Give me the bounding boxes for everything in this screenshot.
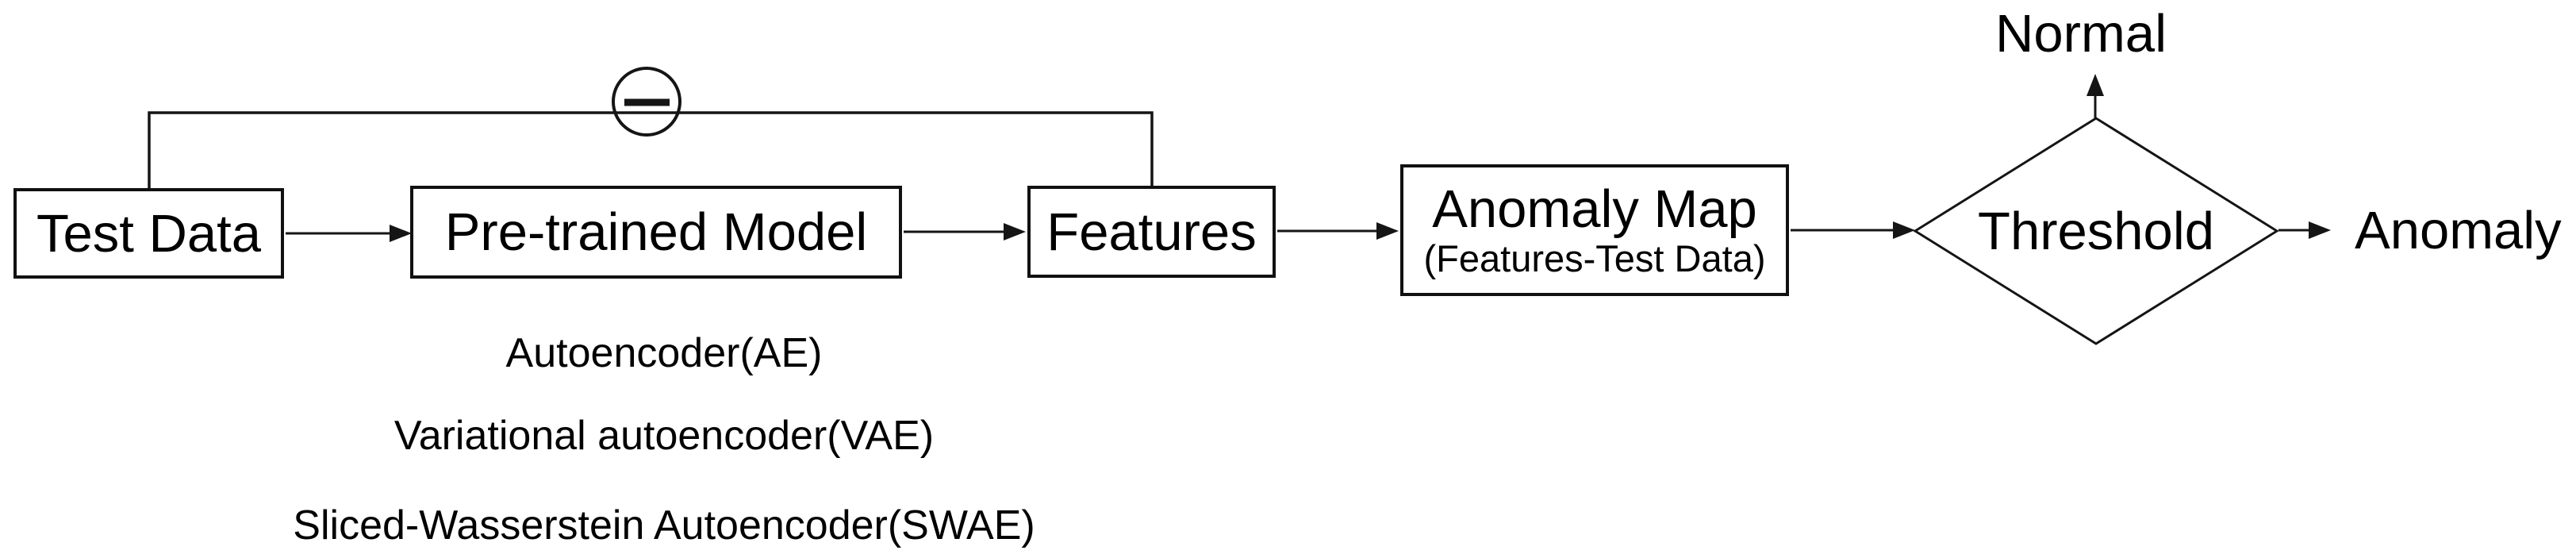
anomaly-map-subtitle: (Features-Test Data)	[1423, 237, 1766, 279]
arrow-test-data-to-model	[286, 225, 412, 242]
anomaly-map-title: Anomaly Map	[1432, 179, 1757, 239]
model-type-item-ae: Autoencoder(AE)	[505, 330, 823, 376]
anomaly-label: Anomaly	[2355, 201, 2562, 260]
threshold-diamond	[1913, 117, 2279, 345]
features-node: Features	[1027, 186, 1276, 278]
arrow-model-to-features	[904, 223, 1026, 241]
minus-circle-icon	[612, 67, 681, 137]
features-label: Features	[1046, 202, 1257, 262]
feedback-line	[148, 111, 1154, 190]
test-data-node: Test Data	[13, 188, 284, 279]
anomaly-map-node: Anomaly Map (Features-Test Data)	[1400, 164, 1789, 296]
pretrained-model-label: Pre-trained Model	[444, 202, 868, 262]
arrow-threshold-to-normal	[2087, 74, 2104, 118]
test-data-label: Test Data	[36, 203, 262, 264]
arrow-features-to-anomaly-map	[1277, 222, 1399, 240]
arrow-anomaly-map-to-threshold	[1791, 221, 1915, 239]
threshold-label: Threshold	[1978, 202, 2214, 261]
model-type-item-vae: Variational autoencoder(VAE)	[394, 413, 935, 459]
arrow-threshold-to-anomaly	[2278, 221, 2331, 239]
pretrained-model-node: Pre-trained Model	[410, 186, 902, 279]
model-type-item-swae: Sliced-Wasserstein Autoencoder(SWAE)	[293, 502, 1035, 548]
normal-label: Normal	[1995, 4, 2167, 63]
